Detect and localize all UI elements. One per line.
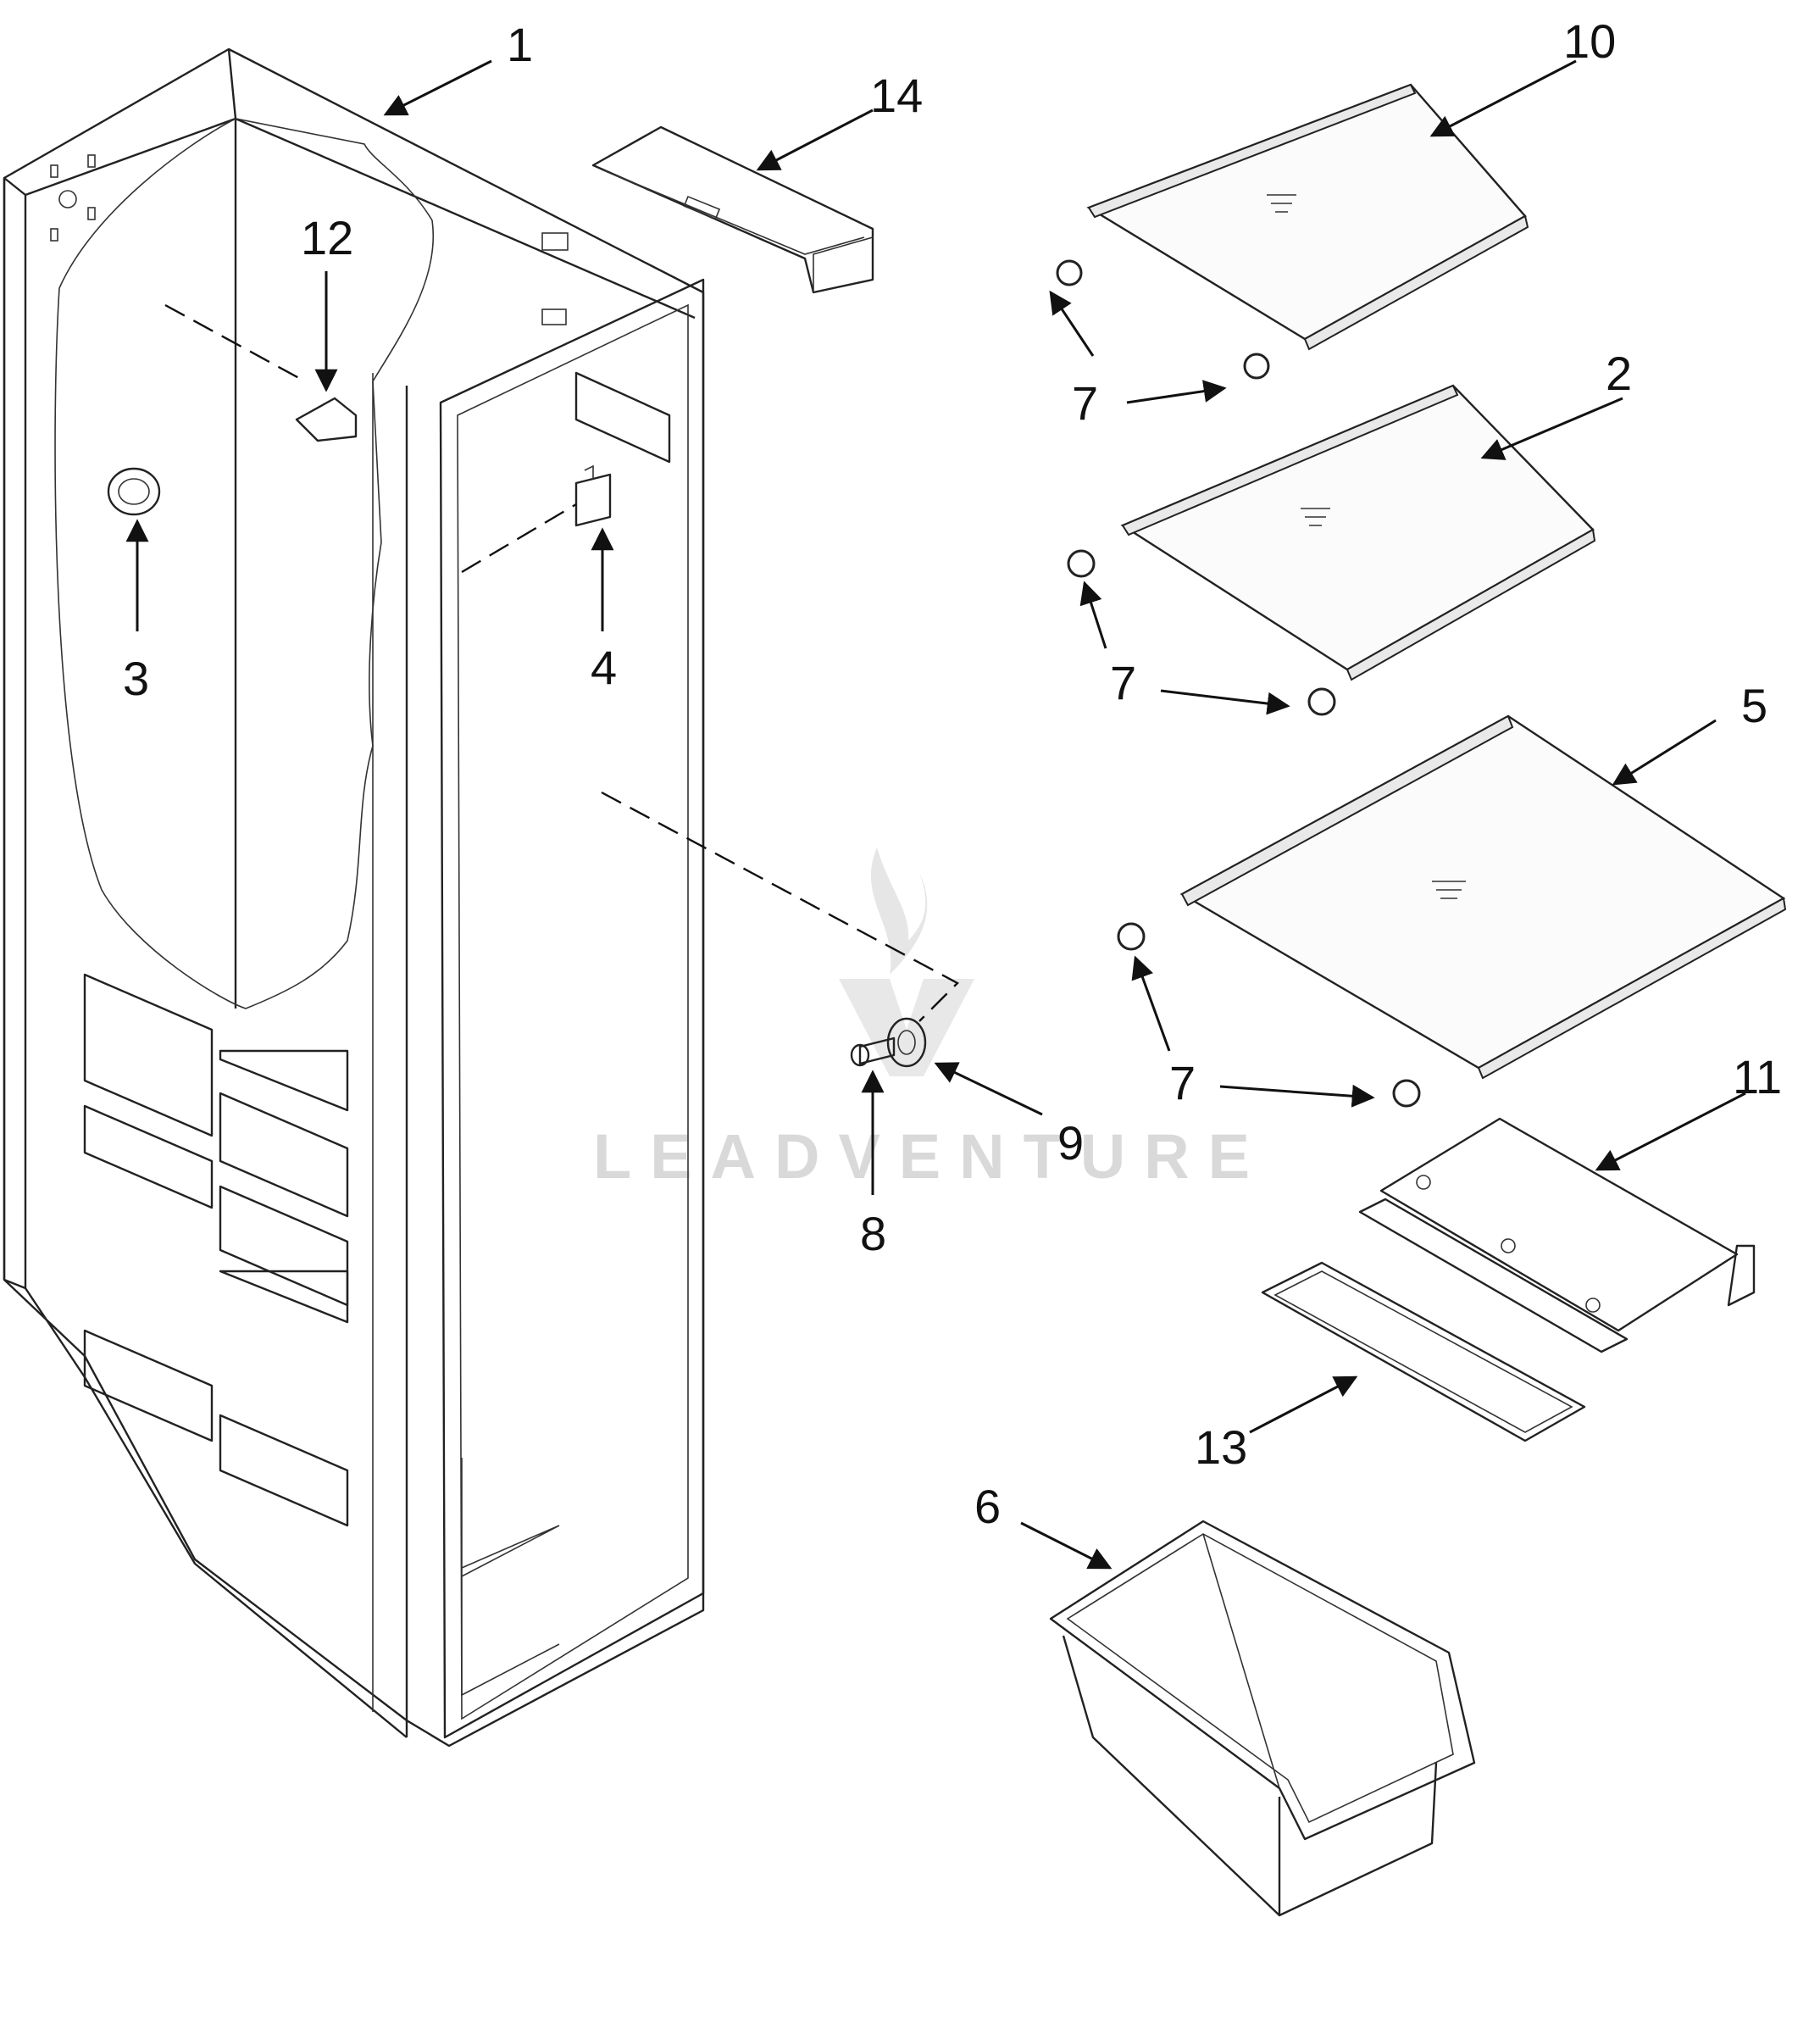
part-8-9-fastener (850, 1017, 927, 1068)
part-2-shelf (1067, 384, 1596, 716)
callout-10: 10 (1563, 14, 1616, 68)
part-1-liner (3, 47, 705, 1748)
callout-8: 8 (860, 1207, 886, 1260)
part-10-shelf (1056, 83, 1529, 380)
callout-7-middle: 7 (1110, 656, 1136, 709)
callout-4: 4 (591, 641, 617, 694)
callout-13: 13 (1195, 1420, 1247, 1474)
part-12-clip (295, 397, 358, 442)
callout-9: 9 (1057, 1116, 1084, 1170)
callout-5: 5 (1741, 679, 1767, 732)
callout-3: 3 (123, 652, 149, 705)
logo-v-icon (839, 979, 974, 1076)
callout-arrows (125, 59, 1746, 1570)
part-3-control (107, 467, 161, 516)
callout-14: 14 (870, 69, 923, 122)
callout-2: 2 (1606, 347, 1632, 400)
watermark: LEADVENTURE (593, 848, 1268, 1192)
callout-6: 6 (974, 1480, 1001, 1533)
callout-12: 12 (301, 211, 353, 264)
part-14-housing (591, 125, 874, 294)
callout-labels: 1 2 3 4 5 6 7 7 7 8 9 10 11 12 13 14 (123, 14, 1782, 1533)
callout-7-top: 7 (1072, 376, 1098, 430)
part-5-shelf (1117, 714, 1787, 1108)
callout-1: 1 (507, 18, 533, 71)
part-4-bracket (574, 464, 612, 527)
watermark-text: LEADVENTURE (593, 1121, 1268, 1192)
callout-7-bottom: 7 (1169, 1056, 1196, 1109)
flame-logo-icon (870, 848, 928, 975)
part-6-bin (1049, 1520, 1476, 1917)
part-11-cover (1358, 1117, 1756, 1353)
callout-11: 11 (1733, 1050, 1782, 1103)
part-13-frame (1261, 1261, 1586, 1442)
vent-panels (83, 973, 349, 1527)
